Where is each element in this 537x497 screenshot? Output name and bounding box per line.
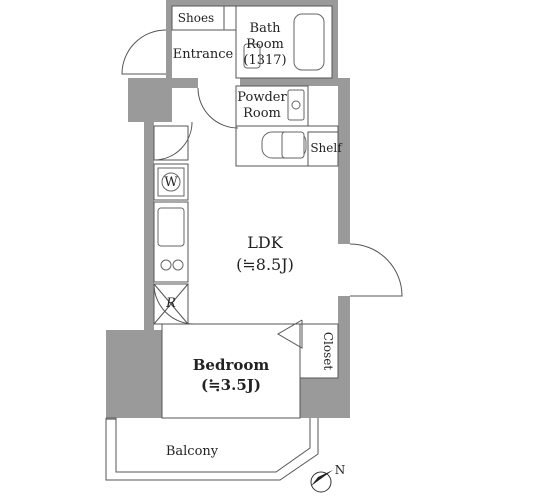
shoes-label: Shoes	[178, 11, 214, 25]
shelf-label: Shelf	[310, 141, 343, 155]
bath-room-label-line2: Room	[246, 37, 284, 52]
fixtures	[157, 13, 325, 271]
doors	[121, 29, 403, 325]
room-labels: Shoes Entrance Bath Room (1317) Powder R…	[164, 11, 343, 459]
bath-room-label-line3: (1317)	[243, 53, 286, 68]
powder-room-label-line1: Powder	[237, 90, 287, 105]
closet-label: Closet	[321, 332, 335, 371]
ldk-label: LDK	[247, 233, 283, 252]
partitions	[105, 5, 339, 481]
walls	[106, 0, 350, 420]
fridge-label: R	[165, 296, 176, 311]
powder-room-label-line2: Room	[243, 106, 281, 121]
compass-circle	[310, 471, 332, 493]
bedroom-label: Bedroom	[193, 356, 270, 374]
compass-arrow-icon	[311, 470, 333, 486]
north-compass: N	[310, 463, 346, 493]
balcony-label: Balcony	[166, 444, 219, 459]
bedroom-size-label: (≒3.5J)	[201, 376, 261, 394]
washer-label: W	[164, 175, 178, 190]
ldk-size-label: (≒8.5J)	[236, 255, 294, 274]
compass-north-label: N	[335, 463, 346, 477]
entrance-label: Entrance	[173, 47, 234, 62]
bath-room-label-line1: Bath	[250, 21, 282, 36]
